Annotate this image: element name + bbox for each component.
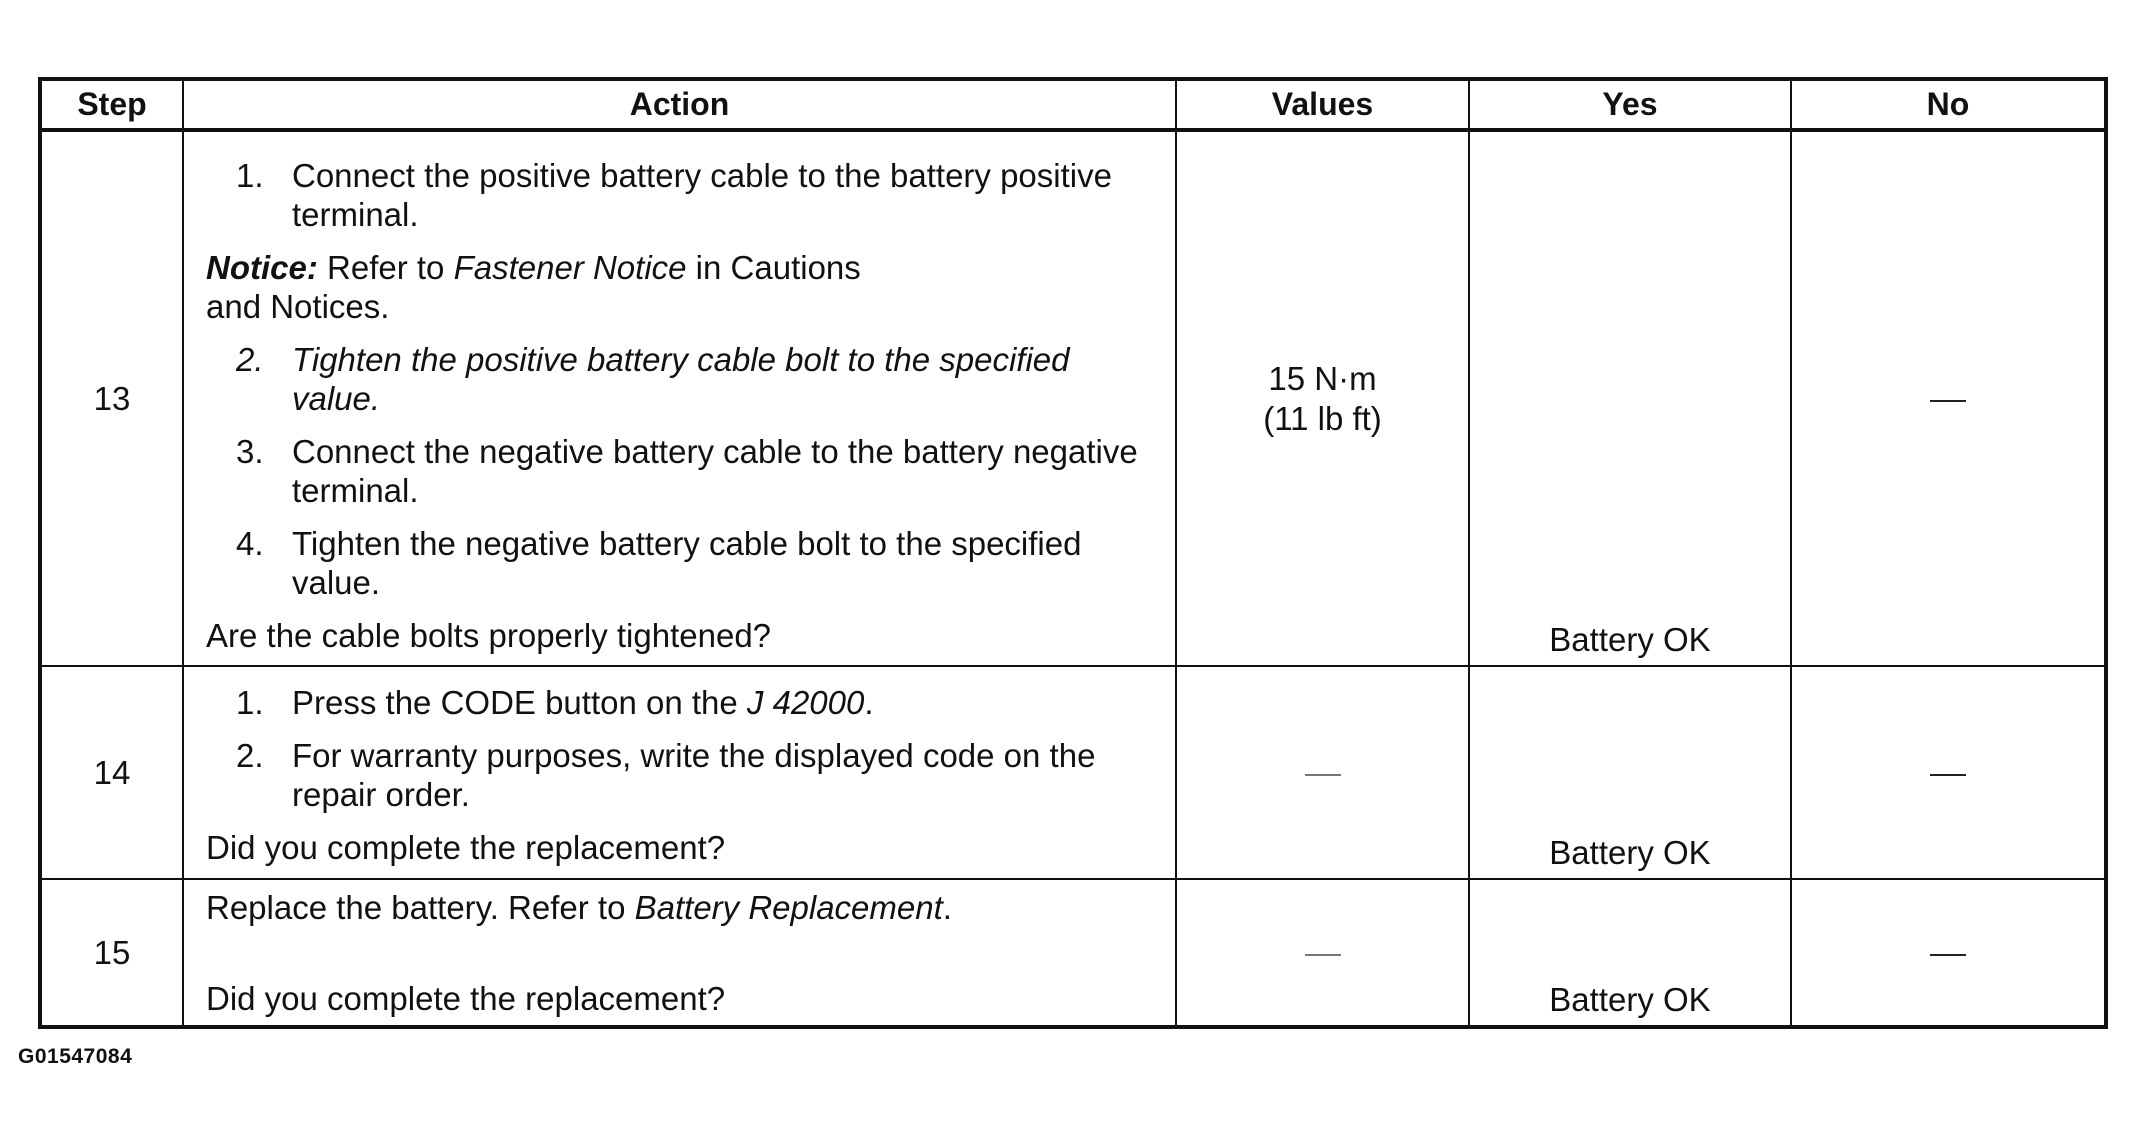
empty-dash <box>1930 399 1966 402</box>
step-number: 14 <box>39 665 184 880</box>
torque-value-imperial: (11 lb ft) <box>1263 399 1382 437</box>
action-item-number: 2. <box>236 737 264 774</box>
diagnostic-table: Step Action Values Yes No 13 1. Connect … <box>38 77 2108 1029</box>
no-cell: — <box>1790 665 2107 880</box>
action-text-start: Replace the battery. Refer to <box>206 889 635 926</box>
header-values: Values <box>1175 78 1470 132</box>
no-value: — <box>1966 754 1967 792</box>
notice-label: Notice: <box>206 249 318 286</box>
header-no: No <box>1790 78 2107 132</box>
action-item: 2. For warranty purposes, write the disp… <box>206 736 1157 814</box>
step-number: 15 <box>39 878 184 1028</box>
action-item-text: Connect the negative battery cable to th… <box>292 433 1138 509</box>
action-item-number: 3. <box>236 433 264 470</box>
no-cell: — <box>1790 129 2107 667</box>
action-text: Replace the battery. Refer to Battery Re… <box>206 888 1157 927</box>
action-item: 4. Tighten the negative battery cable bo… <box>206 524 1157 602</box>
empty-dash <box>1304 953 1341 956</box>
action-question: Did you complete the replacement? <box>206 980 726 1017</box>
header-row: Step Action Values Yes No <box>39 78 2107 132</box>
empty-dash <box>1304 773 1341 776</box>
notice-text-end: in Cautions <box>686 249 861 286</box>
action-item-text: Tighten the positive battery cable bolt … <box>292 341 1070 417</box>
values-value: — <box>1341 754 1342 792</box>
notice-text: Refer to <box>317 249 454 286</box>
action-text-end: . <box>942 889 952 926</box>
yes-cell: Battery OK <box>1468 665 1792 880</box>
table-row: 14 1. Press the CODE button on the J 420… <box>39 665 2107 880</box>
step-number: 13 <box>39 129 184 667</box>
action-cell: 1. Connect the positive battery cable to… <box>182 129 1177 667</box>
action-cell: Replace the battery. Refer to Battery Re… <box>182 878 1177 1028</box>
header-action: Action <box>182 78 1177 132</box>
action-item-text-end: . <box>864 684 874 721</box>
notice-text-line2: and Notices. <box>206 288 390 325</box>
action-item-number: 1. <box>236 157 264 194</box>
tool-reference: J 42000 <box>746 684 865 721</box>
action-item-number: 4. <box>236 525 264 562</box>
action-item-text: Connect the positive battery cable to th… <box>292 157 1112 233</box>
yes-cell: Battery OK <box>1468 878 1792 1028</box>
table-row: 13 1. Connect the positive battery cable… <box>39 129 2107 667</box>
no-value: — <box>1966 380 1967 418</box>
action-item-text: Tighten the negative battery cable bolt … <box>292 525 1082 601</box>
notice-block: Notice: Refer to Fastener Notice in Caut… <box>206 248 1157 326</box>
empty-dash <box>1930 953 1966 956</box>
action-item: 2. Tighten the positive battery cable bo… <box>206 340 1157 418</box>
action-cell: 1. Press the CODE button on the J 42000.… <box>182 665 1177 880</box>
header-yes: Yes <box>1468 78 1792 132</box>
action-item-number: 2. <box>236 341 264 378</box>
action-item: 1. Press the CODE button on the J 42000. <box>206 683 1157 722</box>
notice-reference: Fastener Notice <box>453 249 687 286</box>
figure-id: G01547084 <box>18 1045 133 1068</box>
action-question: Are the cable bolts properly tightened? <box>206 617 772 654</box>
empty-dash <box>1930 773 1966 776</box>
action-item-text: For warranty purposes, write the display… <box>292 737 1096 813</box>
values-cell: 15 N·m (11 lb ft) <box>1175 129 1470 667</box>
torque-value-metric: 15 N·m <box>1268 359 1377 397</box>
procedure-reference: Battery Replacement <box>634 889 943 926</box>
action-item-text: Press the CODE button on the <box>292 684 747 721</box>
values-cell: — <box>1175 878 1470 1028</box>
no-cell: — <box>1790 878 2107 1028</box>
values-value: — <box>1341 934 1342 972</box>
table-row: 15 Replace the battery. Refer to Battery… <box>39 878 2107 1028</box>
action-item: 1. Connect the positive battery cable to… <box>206 156 1157 234</box>
header-step: Step <box>39 78 184 132</box>
no-value: — <box>1966 934 1967 972</box>
yes-cell: Battery OK <box>1468 129 1792 667</box>
action-item: 3. Connect the negative battery cable to… <box>206 432 1157 510</box>
action-item-number: 1. <box>236 684 264 721</box>
action-question: Did you complete the replacement? <box>206 829 726 866</box>
values-cell: — <box>1175 665 1470 880</box>
